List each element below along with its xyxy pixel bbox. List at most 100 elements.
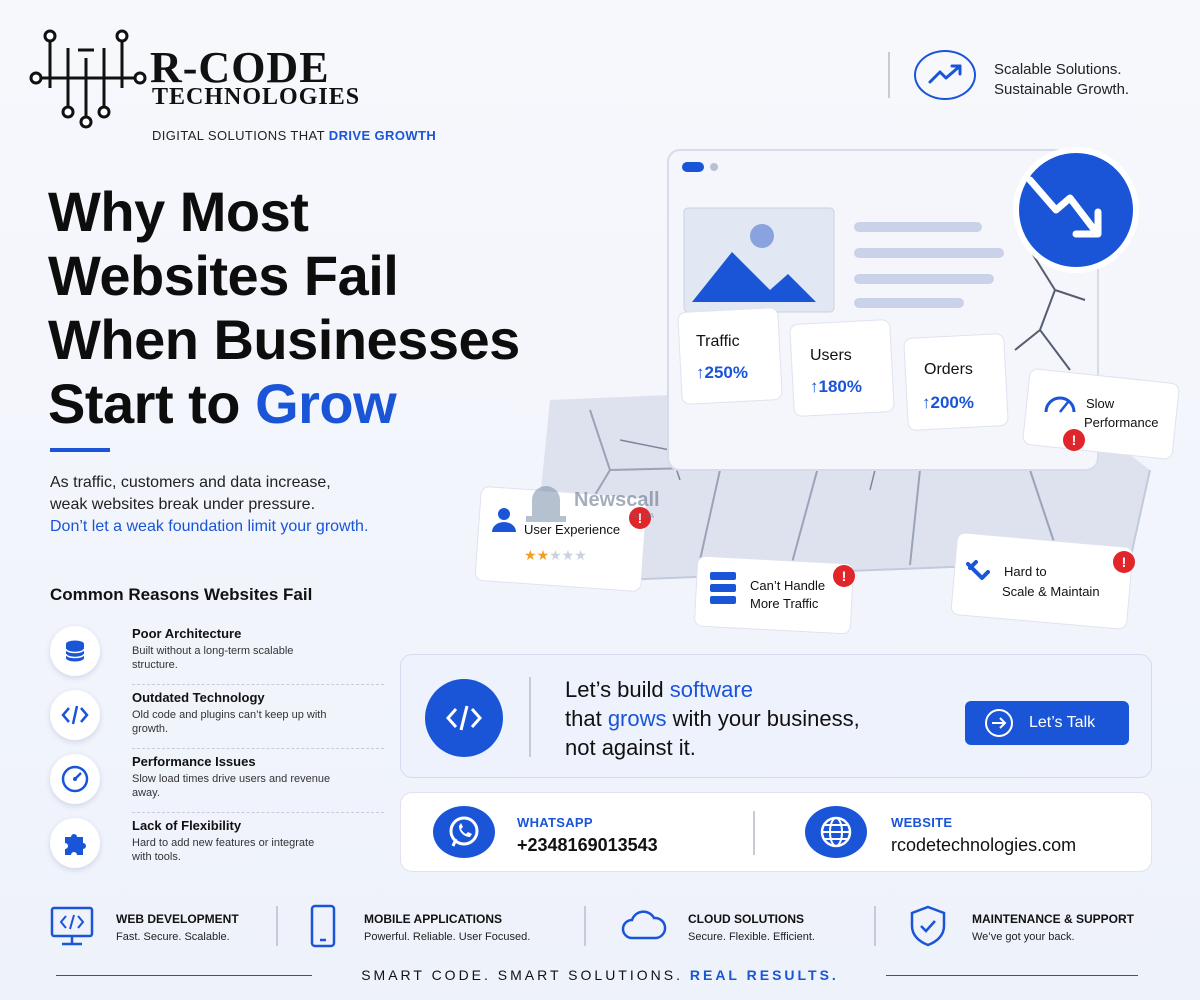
service-title: WEB DEVELOPMENT xyxy=(116,912,239,926)
lets-talk-label: Let’s Talk xyxy=(1029,714,1096,731)
user-experience-callout: User Experience ★★★★★ ! xyxy=(474,486,651,592)
reason-desc: Built without a long-term scalable struc… xyxy=(132,645,294,671)
cracked-website-illustration: Traffic ↑250% Users ↑180% Orders ↑200% S… xyxy=(474,147,1180,635)
whatsapp-number[interactable]: +2348169013543 xyxy=(517,835,658,855)
lets-talk-button[interactable]: Let’s Talk xyxy=(965,701,1129,745)
service-divider xyxy=(276,906,278,946)
page-headline: Why Most Websites Fail When Businesses S… xyxy=(48,180,520,436)
headline-underline xyxy=(50,448,110,452)
cta-line-1-prefix: Let’s build xyxy=(565,677,670,702)
reason-desc: Slow load times drive users and revenue … xyxy=(132,773,331,799)
brand-name: R-CODE xyxy=(150,43,330,92)
star-rating: ★★★★★ xyxy=(524,548,587,564)
database-icon xyxy=(50,626,100,676)
callout-text: Slow xyxy=(1086,396,1115,411)
reason-title: Poor Architecture xyxy=(132,626,242,641)
brand-tagline: DIGITAL SOLUTIONS THAT DRIVE GROWTH xyxy=(152,128,436,143)
cta-line-2: that grows with your business, xyxy=(565,704,860,733)
list-item: Outdated Technology Old code and plugins… xyxy=(50,688,384,752)
puzzle-icon xyxy=(50,818,100,868)
slow-performance-callout: Slow Performance ! xyxy=(1022,368,1180,460)
monitor-code-icon xyxy=(50,906,94,946)
svg-text:!: ! xyxy=(1072,432,1077,448)
service-divider xyxy=(874,906,876,946)
reason-desc: Hard to add new features or integrate wi… xyxy=(132,837,315,863)
headline-line-4-prefix: Start to xyxy=(48,372,256,435)
globe-icon xyxy=(805,806,867,858)
cta-message: Let’s build software that grows with you… xyxy=(565,675,860,762)
cloud-icon xyxy=(621,910,667,940)
cta-line-2-prefix: that xyxy=(565,706,608,731)
intro-text: As traffic, customers and data increase,… xyxy=(50,472,368,538)
footer-slogan: SMART CODE. SMART SOLUTIONS. REAL RESULT… xyxy=(0,967,1200,983)
website-link[interactable]: rcodetechnologies.com xyxy=(891,835,1077,855)
whatsapp-label: WHATSAPP xyxy=(517,815,593,830)
cta-divider xyxy=(529,677,531,757)
watermark-text: Newscall xyxy=(574,489,660,511)
stat-label: Orders xyxy=(924,361,973,378)
speedometer-icon xyxy=(50,754,100,804)
service-title: CLOUD SOLUTIONS xyxy=(688,912,804,926)
reason-separator xyxy=(132,748,384,749)
slogan-line-2: Sustainable Growth. xyxy=(994,81,1130,98)
headline-line-1: Why Most xyxy=(48,180,309,243)
list-item: Performance Issues Slow load times drive… xyxy=(50,752,384,816)
service-desc: We’ve got your back. xyxy=(972,931,1075,943)
newscall-watermark: Newscall MEDIA xyxy=(526,486,660,522)
cta-line-2-accent: grows xyxy=(607,706,667,731)
service-title: MOBILE APPLICATIONS xyxy=(364,912,502,926)
reason-title: Lack of Flexibility xyxy=(132,818,242,833)
trend-up-icon xyxy=(914,50,976,100)
headline-line-3: When Businesses xyxy=(48,308,520,371)
callout-text: Can’t Handle xyxy=(750,578,825,593)
top-right-divider xyxy=(888,52,890,98)
stat-label: Traffic xyxy=(696,333,740,350)
reason-desc: Old code and plugins can’t keep up with … xyxy=(132,709,327,735)
cta-panel: Let’s build software that grows with you… xyxy=(400,654,1152,778)
list-item: Lack of Flexibility Hard to add new feat… xyxy=(50,816,340,880)
service-divider xyxy=(584,906,586,946)
traffic-callout: Can’t Handle More Traffic ! xyxy=(694,555,855,635)
reason-separator xyxy=(132,812,384,813)
intro-line-2: weak websites break under pressure. xyxy=(50,496,316,513)
tagline-prefix: DIGITAL SOLUTIONS THAT xyxy=(152,128,329,143)
browser-window: Traffic ↑250% Users ↑180% Orders ↑200% xyxy=(667,149,1099,471)
footer-rule-right xyxy=(886,975,1138,976)
brand-logo-circuit xyxy=(29,29,147,129)
contact-divider xyxy=(753,811,755,855)
shield-check-icon xyxy=(910,905,946,947)
cta-line-3: not against it. xyxy=(565,735,696,760)
contact-panel: WHATSAPP +2348169013543 WEBSITE rcodetec… xyxy=(400,792,1152,872)
intro-line-1: As traffic, customers and data increase, xyxy=(50,474,331,491)
code-icon xyxy=(50,690,100,740)
footer-rule-left xyxy=(56,975,312,976)
service-desc: Secure. Flexible. Efficient. xyxy=(688,931,815,943)
intro-line-3: Don’t let a weak foundation limit your g… xyxy=(50,518,369,535)
website-label: WEBSITE xyxy=(891,815,953,830)
trend-down-icon xyxy=(1013,147,1139,273)
list-item: Poor Architecture Built without a long-t… xyxy=(50,624,384,688)
stat-label: Users xyxy=(810,347,852,364)
reason-separator xyxy=(132,684,384,685)
stat-value: ↑180% xyxy=(810,377,862,396)
stat-value: ↑200% xyxy=(922,393,974,412)
reason-title: Performance Issues xyxy=(132,754,256,769)
smartphone-icon xyxy=(310,904,336,948)
reasons-title: Common Reasons Websites Fail xyxy=(50,585,313,604)
service-desc: Powerful. Reliable. User Focused. xyxy=(364,931,531,943)
cta-line-1-accent: software xyxy=(669,677,753,702)
tagline-accent: DRIVE GROWTH xyxy=(328,128,437,143)
cta-line-1: Let’s build software xyxy=(565,675,860,704)
watermark-sub: MEDIA xyxy=(632,513,655,520)
callout-text: User Experience xyxy=(524,522,620,537)
svg-text:!: ! xyxy=(842,568,847,584)
reason-title: Outdated Technology xyxy=(132,690,265,705)
top-right-slogan: Scalable Solutions. Sustainable Growth. xyxy=(994,60,1129,100)
service-desc: Fast. Secure. Scalable. xyxy=(116,931,230,943)
scale-callout: Hard to Scale & Maintain ! xyxy=(950,532,1135,630)
headline-line-2: Websites Fail xyxy=(48,244,399,307)
brand-subtitle: TECHNOLOGIES xyxy=(152,84,361,110)
code-icon xyxy=(425,679,503,757)
callout-text: More Traffic xyxy=(750,596,819,611)
footer-prefix: SMART CODE. SMART SOLUTIONS. xyxy=(361,967,690,983)
